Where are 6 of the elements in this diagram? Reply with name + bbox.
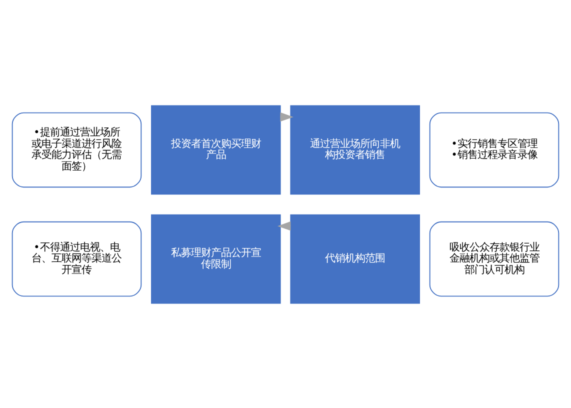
node-box: 通过营业场所向非机构投资者销售 — [290, 104, 420, 194]
node-box: 私募理财产品公开宣传限制 — [151, 214, 281, 304]
node-box: •提前通过营业场所或电子渠道进行风险承受能力评估（无需面签） — [12, 112, 142, 188]
node-box: •实行销售专区管理 •销售过程录音录像 — [429, 112, 560, 188]
node-box: 吸收公众存款银行业金融机构或其他监管部门认可机构 — [429, 220, 560, 296]
node-box: •不得通过电视、电台、互联网等渠道公开宣传 — [12, 220, 142, 296]
